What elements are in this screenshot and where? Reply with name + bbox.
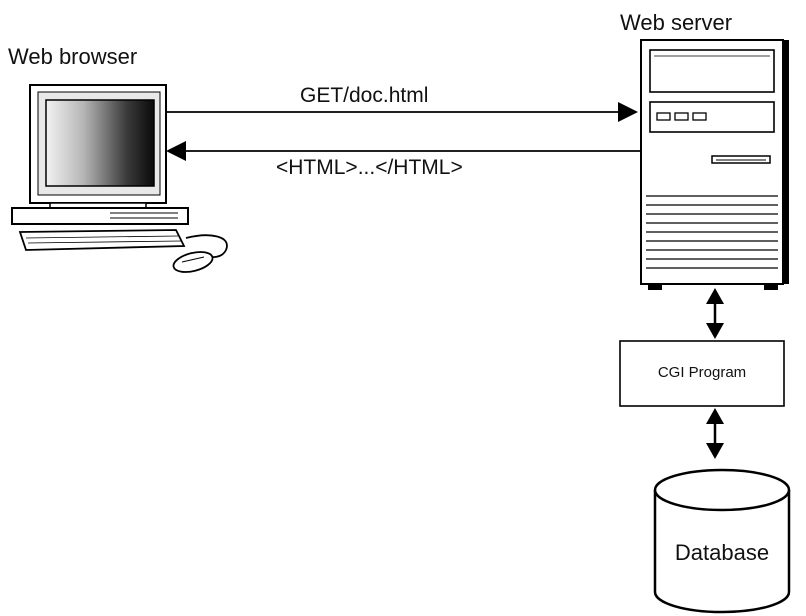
cgi-program-label: CGI Program: [657, 364, 747, 381]
request-arrow: [166, 102, 638, 122]
response-arrow: [166, 141, 641, 161]
response-label: <HTML>...</HTML>: [276, 156, 463, 179]
database-label: Database: [674, 540, 770, 565]
cgi-program-box: [619, 340, 785, 407]
desktop-computer-icon: [11, 84, 228, 273]
request-label: GET/doc.html: [300, 84, 429, 107]
database-cylinder-icon: [653, 468, 791, 614]
web-server-label: Web server: [620, 10, 733, 35]
cgi-database-arrow: [706, 408, 724, 459]
server-cgi-arrow: [706, 288, 724, 339]
tower-server-icon: [640, 39, 789, 290]
web-browser-label: Web browser: [8, 44, 138, 69]
